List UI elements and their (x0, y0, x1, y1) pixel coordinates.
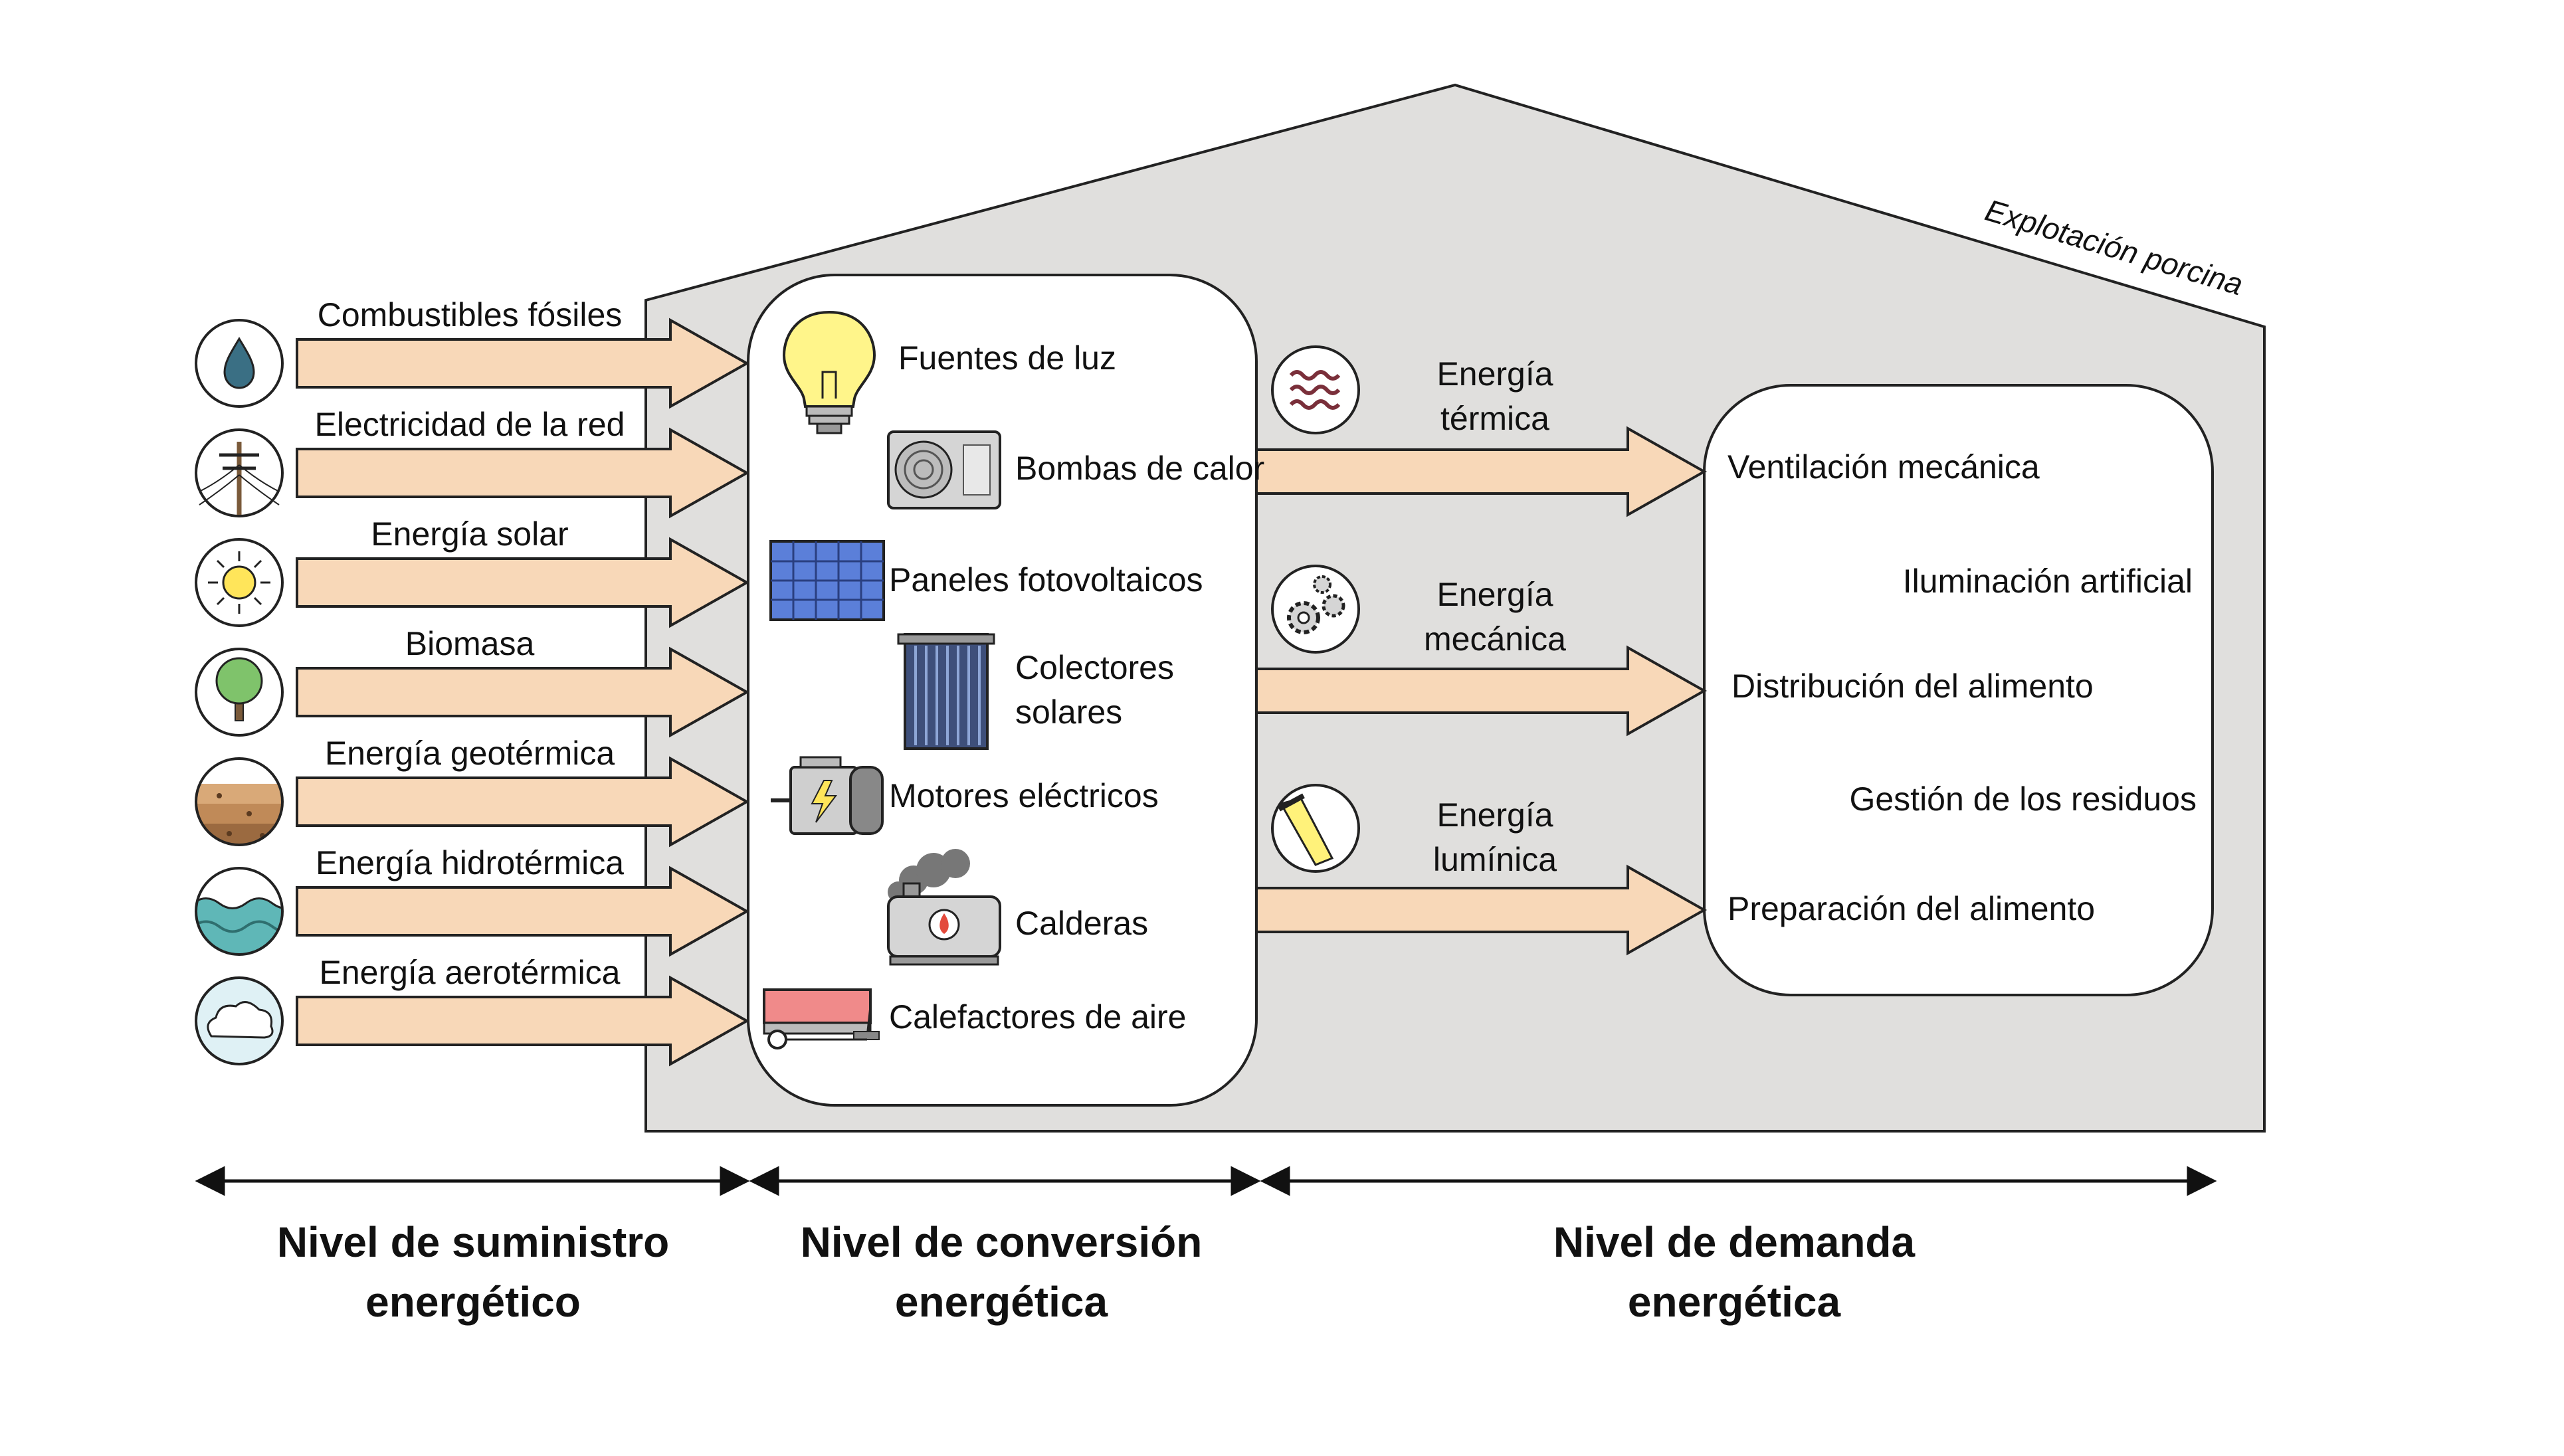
demand-label-feed-preparation: Preparación del alimento (1727, 890, 2095, 927)
air-heater-icon (763, 988, 880, 1049)
solar-panel-icon (769, 540, 885, 621)
energy-flow-arrow (1255, 645, 1708, 737)
supply-arrow (296, 865, 750, 957)
level-demand-line2: energética (1628, 1278, 1841, 1326)
power-line-icon (195, 428, 284, 517)
clouds-icon (195, 976, 284, 1065)
energy-type-thermal-line1: Energía (1436, 355, 1553, 393)
energy-flow-arrow (1255, 426, 1708, 517)
supply-label: Combustibles fósiles (318, 296, 623, 333)
supply-arrow (296, 756, 750, 848)
energy-type-light-line2: lumínica (1433, 841, 1557, 878)
solar-collector-icon (897, 633, 995, 750)
supply-arrow (296, 975, 750, 1067)
energy-type-thermal-line2: térmica (1440, 400, 1549, 437)
level-conversion-line2: energética (895, 1278, 1108, 1326)
supply-label: Biomasa (405, 625, 535, 662)
level-supply-line2: energético (365, 1278, 581, 1326)
supply-arrow (296, 427, 750, 519)
level-demand-line1: Nivel de demanda (1553, 1218, 1916, 1266)
electric-motor-icon (771, 756, 884, 835)
gears-icon (1271, 565, 1360, 654)
supply-label: Energía solar (371, 515, 568, 553)
conversion-label-heat-pumps: Bombas de calor (1015, 450, 1264, 487)
level-conversion-line1: Nivel de conversión (801, 1218, 1203, 1266)
soil-layers-icon (195, 757, 284, 846)
energy-type-mechanical-line2: mecánica (1424, 620, 1566, 658)
supply-label: Energía aerotérmica (319, 954, 620, 991)
boiler-icon (887, 849, 1001, 966)
supply-arrow (296, 537, 750, 628)
energy-flow-arrow (1255, 864, 1708, 956)
heat-pump-icon (887, 430, 1001, 509)
conversion-label-light-sources: Fuentes de luz (898, 339, 1116, 377)
demand-label-feed-distribution: Distribución del alimento (1731, 668, 2094, 705)
sun-icon (195, 538, 284, 627)
light-beam-icon (1271, 784, 1360, 873)
demand-label-waste-management: Gestión de los residuos (1849, 780, 2197, 818)
demand-label-lighting: Iluminación artificial (1903, 563, 2193, 600)
level-supply-line1: Nivel de suministro (277, 1218, 669, 1266)
conversion-label-electric-motors: Motores eléctricos (889, 777, 1159, 814)
conversion-label-boilers: Calderas (1015, 905, 1148, 942)
supply-label: Energía hidrotérmica (316, 844, 624, 881)
conversion-label-collectors-line2: solares (1015, 693, 1122, 731)
heat-waves-icon (1271, 345, 1360, 434)
supply-label: Electricidad de la red (315, 406, 625, 443)
light-bulb-icon (782, 310, 876, 434)
fuel-drop-icon (195, 319, 284, 408)
energy-type-light-line1: Energía (1436, 796, 1553, 834)
energy-type-mechanical-line1: Energía (1436, 576, 1553, 613)
supply-arrow (296, 318, 750, 409)
conversion-label-pv-panels: Paneles fotovoltaicos (889, 561, 1203, 598)
demand-label-ventilation: Ventilación mecánica (1727, 448, 2040, 486)
conversion-label-collectors-line1: Colectores (1015, 649, 1174, 686)
conversion-label-air-heaters: Calefactores de aire (889, 998, 1186, 1036)
tree-icon (195, 648, 284, 737)
supply-label: Energía geotérmica (325, 735, 615, 772)
water-waves-icon (195, 867, 284, 956)
supply-arrow (296, 646, 750, 738)
